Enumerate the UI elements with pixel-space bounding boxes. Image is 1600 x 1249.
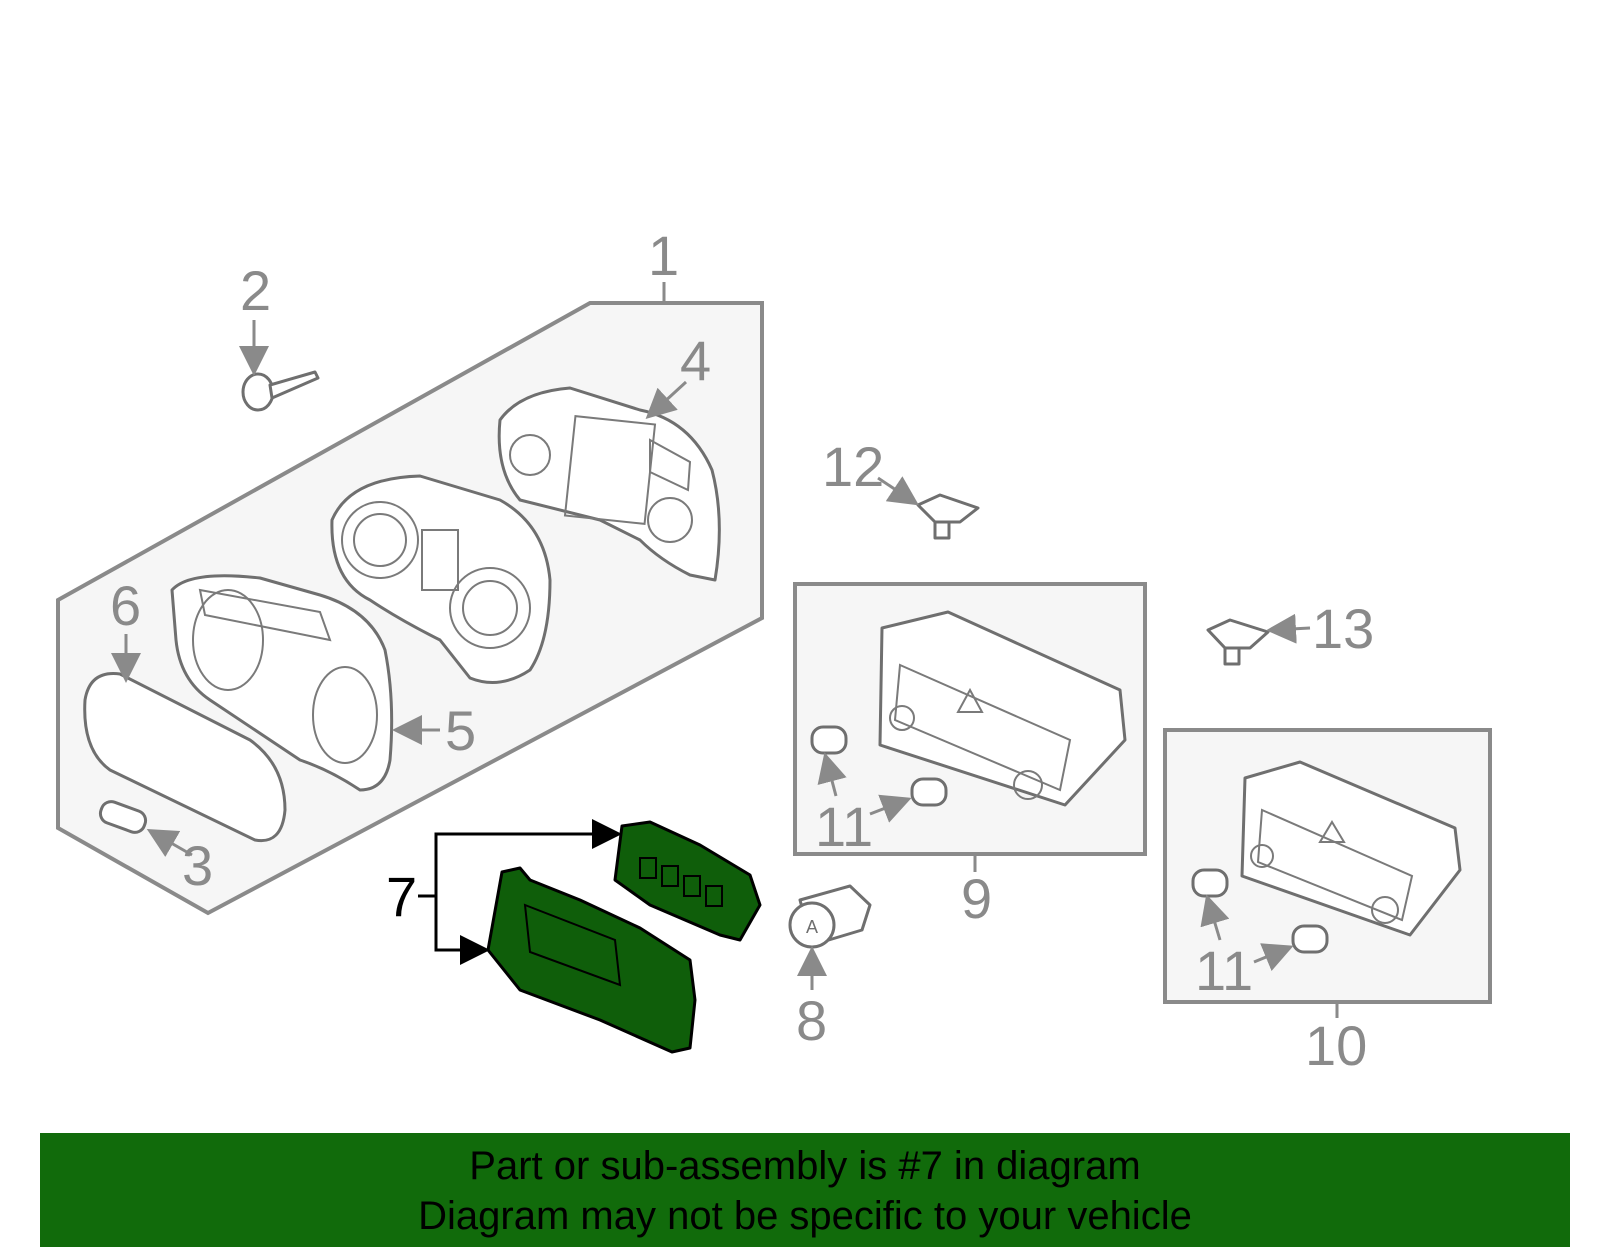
callout-9: 9 [961, 867, 992, 930]
callout-11a: 11 [815, 795, 873, 858]
info-banner: Part or sub-assembly is #7 in diagram Di… [40, 1133, 1570, 1247]
callout-5: 5 [445, 699, 476, 762]
knob-11a [810, 725, 848, 755]
cluster-lens [83, 672, 287, 843]
callout-10: 10 [1305, 1014, 1367, 1077]
clip-13 [1206, 618, 1270, 666]
cluster-rear-housing [497, 386, 721, 582]
knob-11c [1191, 868, 1229, 898]
screw [241, 370, 320, 412]
clip-12 [916, 493, 980, 540]
callout-7: 7 [386, 865, 417, 928]
bulb [98, 800, 148, 834]
climate-control-9 [878, 610, 1127, 807]
callout-2: 2 [240, 259, 271, 322]
callout-6: 6 [110, 574, 141, 637]
knob-11b [910, 777, 948, 807]
callout-8: 8 [796, 989, 827, 1052]
knob-11d [1291, 924, 1329, 954]
socket: A [788, 884, 872, 949]
callout-4: 4 [680, 329, 711, 392]
callout-13: 13 [1312, 597, 1374, 660]
callout-11b: 11 [1195, 939, 1253, 1002]
cluster-gauge-face [330, 474, 552, 684]
callout-12: 12 [822, 435, 884, 498]
banner-line-2: Diagram may not be specific to your vehi… [418, 1194, 1192, 1238]
cluster-bezel [170, 574, 394, 792]
svg-text:A: A [806, 917, 818, 937]
switch-panel-highlighted [486, 820, 762, 1054]
climate-control-10 [1240, 760, 1462, 937]
callout-3: 3 [182, 834, 213, 897]
banner-line-1: Part or sub-assembly is #7 in diagram [469, 1144, 1141, 1188]
callout-1: 1 [648, 224, 679, 287]
